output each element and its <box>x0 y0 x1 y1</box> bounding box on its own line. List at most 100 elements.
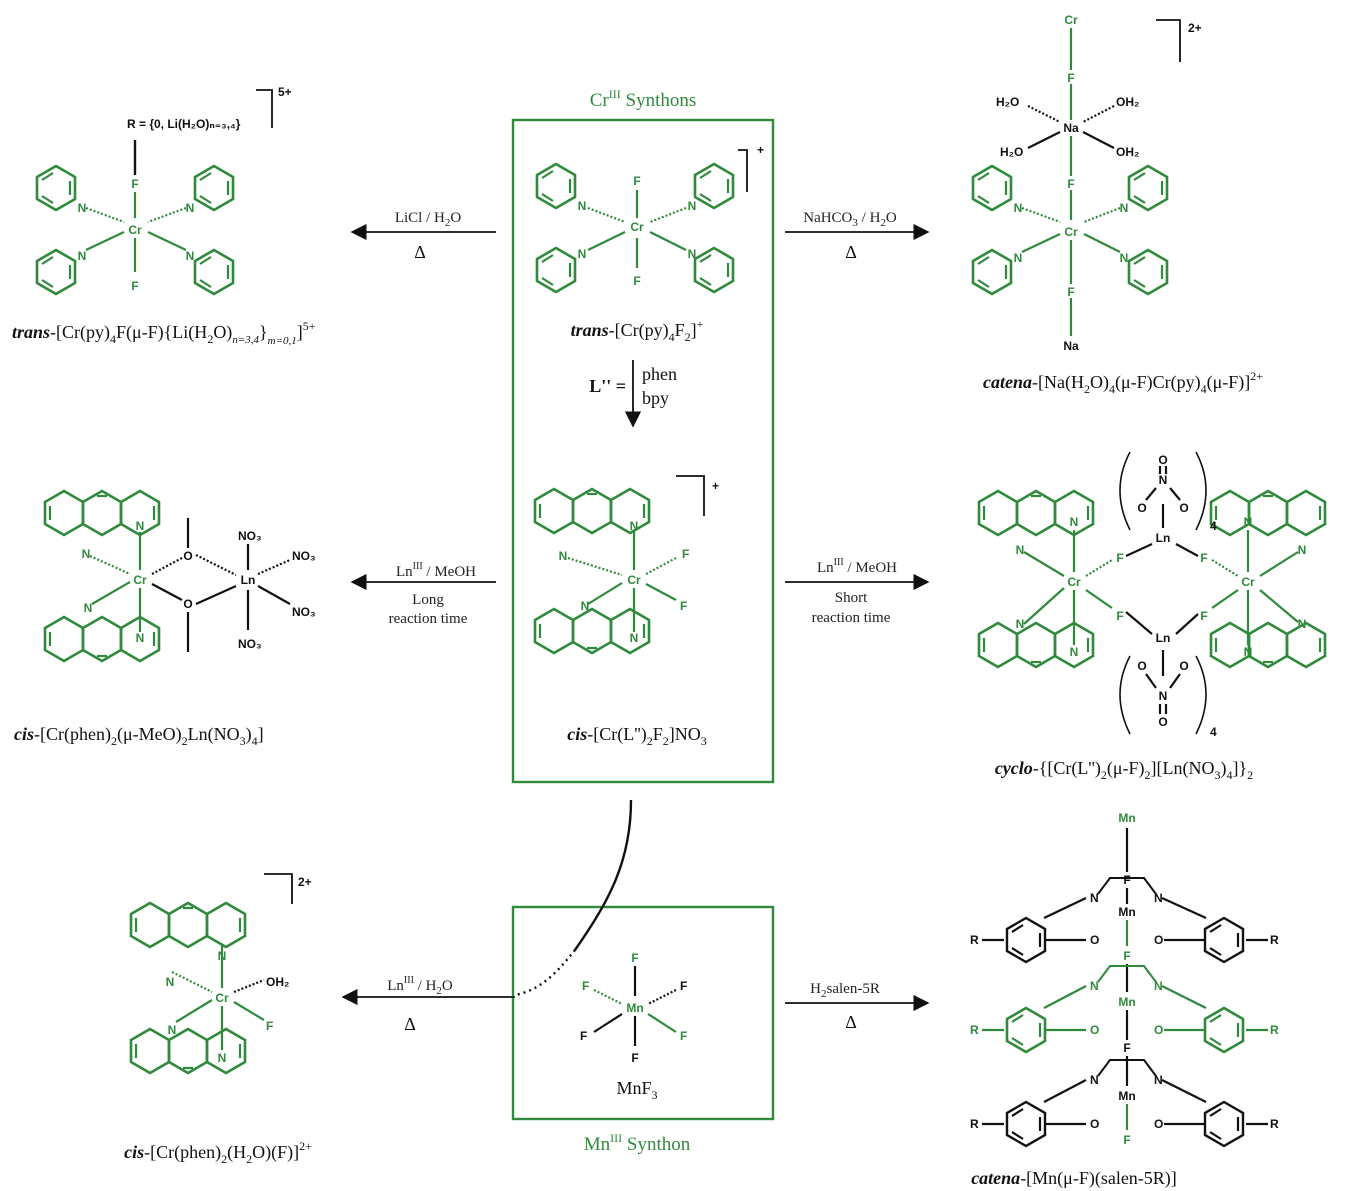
svg-text:N: N <box>1159 689 1168 703</box>
svg-text:F: F <box>1123 1041 1130 1055</box>
svg-text:N: N <box>559 549 568 563</box>
svg-text:N: N <box>1090 1073 1099 1087</box>
svg-text:Mn: Mn <box>1118 995 1135 1009</box>
svg-text:N: N <box>166 975 175 989</box>
svg-text:Ln: Ln <box>1156 631 1171 645</box>
svg-text:N: N <box>578 247 587 261</box>
svg-text:F: F <box>1123 873 1130 887</box>
cond-long: Long <box>412 592 444 608</box>
svg-text:N: N <box>78 201 87 215</box>
svg-text:N: N <box>78 249 87 263</box>
svg-text:N: N <box>1090 979 1099 993</box>
svg-text:N: N <box>630 631 639 645</box>
svg-text:NO₃: NO₃ <box>238 529 262 543</box>
svg-text:5+: 5+ <box>278 85 292 99</box>
svg-text:Mn: Mn <box>1118 1089 1135 1103</box>
svg-text:Na: Na <box>1063 121 1079 135</box>
svg-text:O: O <box>1158 453 1167 467</box>
svg-text:4: 4 <box>1210 725 1217 739</box>
svg-text:N: N <box>1070 645 1079 659</box>
svg-text:N: N <box>688 247 697 261</box>
svg-text:N: N <box>1016 617 1025 631</box>
svg-text:O: O <box>1090 1023 1099 1037</box>
svg-text:N: N <box>218 1051 227 1065</box>
svg-text:O: O <box>1090 1117 1099 1131</box>
svg-text:F: F <box>1067 71 1074 85</box>
svg-text:N: N <box>1298 617 1307 631</box>
svg-text:Cr: Cr <box>1064 13 1078 27</box>
svg-text:N: N <box>630 519 639 533</box>
svg-text:O: O <box>183 597 192 611</box>
svg-text:N: N <box>84 601 93 615</box>
ligand-lhs: L'' = <box>589 376 626 396</box>
svg-text:N: N <box>1016 543 1025 557</box>
svg-text:O: O <box>1154 933 1163 947</box>
svg-text:N: N <box>1154 1073 1163 1087</box>
cond-h2salen: H2salen-5R <box>810 981 880 1000</box>
svg-text:N: N <box>136 519 145 533</box>
svg-text:Mn: Mn <box>1118 905 1135 919</box>
svg-text:+: + <box>712 479 719 493</box>
mnf3-structure: Mn F F F F F F <box>580 951 687 1065</box>
cond-ln-meoh-long: LnIII / MeOH <box>396 561 476 580</box>
svg-text:H₂O: H₂O <box>1000 145 1023 159</box>
cond-licl-heat: Δ <box>414 242 426 262</box>
svg-text:Mn: Mn <box>626 1001 643 1015</box>
svg-text:F: F <box>1123 1133 1130 1147</box>
svg-text:F: F <box>631 951 638 965</box>
cond-ln-h2o: LnIII / H2O <box>387 975 453 997</box>
svg-text:F: F <box>631 1051 638 1065</box>
mn-synthon-title: MnIII Synthon <box>584 1131 691 1155</box>
cr-synthon-box <box>511 118 775 784</box>
svg-text:Cr: Cr <box>1064 225 1078 239</box>
svg-text:F: F <box>131 177 138 191</box>
svg-text:N: N <box>1298 543 1307 557</box>
svg-text:N: N <box>218 949 227 963</box>
svg-text:N: N <box>1244 515 1253 529</box>
svg-text:NO₃: NO₃ <box>292 549 316 563</box>
svg-text:O: O <box>1158 715 1167 729</box>
svg-text:Mn: Mn <box>1118 811 1135 825</box>
svg-text:F: F <box>680 1029 687 1043</box>
svg-text:N: N <box>82 547 91 561</box>
meo-product-label: cis-[Cr(phen)2(μ-MeO)2Ln(NO3)4] <box>14 724 264 748</box>
svg-text:NO₃: NO₃ <box>238 637 262 651</box>
svg-text:R: R <box>970 933 979 947</box>
svg-text:R: R <box>1270 933 1279 947</box>
svg-text:2+: 2+ <box>1188 21 1202 35</box>
cond-nahco3-heat: Δ <box>845 242 857 262</box>
cond-h2salen-heat: Δ <box>845 1012 857 1032</box>
svg-text:Cr: Cr <box>627 573 641 587</box>
svg-text:H₂O: H₂O <box>996 95 1019 109</box>
cyclo-product-structure: Cr Cr Ln Ln F F F F N N N N N N N N O N … <box>977 451 1327 739</box>
svg-text:N: N <box>1120 251 1129 265</box>
svg-text:F: F <box>633 174 640 188</box>
svg-text:F: F <box>1067 285 1074 299</box>
svg-text:N: N <box>1014 201 1023 215</box>
svg-text:Cr: Cr <box>630 220 644 234</box>
li-product-structure: Cr F F N N N N R = {0, Li(H₂O)ₙ₌₃,₄} 5+ <box>35 85 292 296</box>
cond-short: Short <box>835 590 868 606</box>
svg-text:Cr: Cr <box>1067 575 1081 589</box>
li-product-label: trans-[Cr(py)4F(μ-F){Li(H2O)n=3,4}m=0,1]… <box>12 319 316 347</box>
ligand-phen: phen <box>642 364 677 384</box>
svg-text:N: N <box>581 599 590 613</box>
svg-text:N: N <box>578 199 587 213</box>
svg-text:OH₂: OH₂ <box>266 975 289 989</box>
svg-text:R: R <box>1270 1023 1279 1037</box>
cr-phen-f2-label: cis-[Cr(L'')2F2]NO3 <box>567 724 706 748</box>
svg-text:O: O <box>1179 659 1188 673</box>
connector-curve-dotted <box>514 949 576 997</box>
svg-text:O: O <box>1090 933 1099 947</box>
cr-py-f2-structure: Cr F F N N N N + <box>535 143 764 294</box>
svg-text:F: F <box>1116 551 1123 565</box>
svg-text:Ln: Ln <box>241 573 256 587</box>
svg-text:Cr: Cr <box>1241 575 1255 589</box>
svg-text:F: F <box>580 1029 587 1043</box>
svg-text:F: F <box>680 599 687 613</box>
na-product-structure: Cr F Na F Cr F Na H₂O OH₂ H₂O OH₂ N N N … <box>971 13 1202 353</box>
svg-text:N: N <box>1154 979 1163 993</box>
connector-curve-solid <box>574 799 633 951</box>
cyclo-product-label: cyclo-{[Cr(L'')2(μ-F)2][Ln(NO3)4]}2 <box>995 758 1253 782</box>
